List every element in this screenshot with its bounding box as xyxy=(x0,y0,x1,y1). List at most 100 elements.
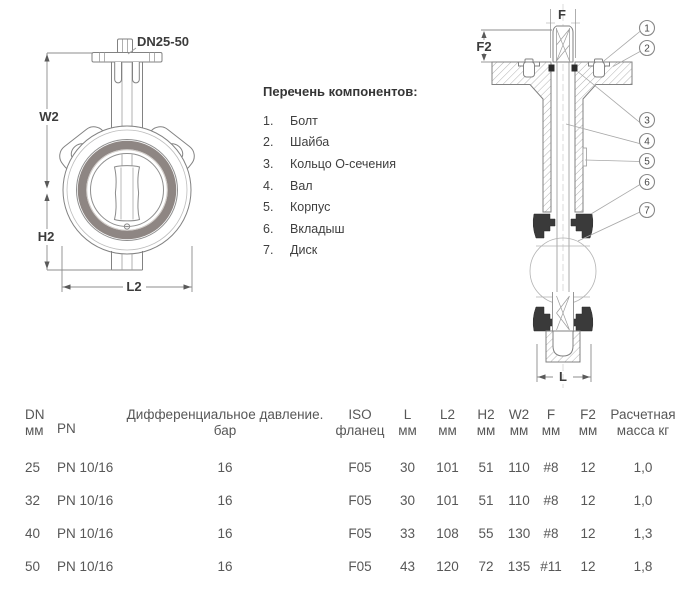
component-item-label: Кольцо О-сечения xyxy=(290,156,396,171)
component-item: 6.Вкладыш xyxy=(263,218,463,240)
component-item-label: Корпус xyxy=(290,200,331,215)
component-item-number: 2. xyxy=(263,135,274,150)
table-cell: PN 10/16 xyxy=(57,460,114,475)
component-item-number: 5. xyxy=(263,200,274,215)
table-cell: 110 xyxy=(508,460,530,475)
table-cell: 1,8 xyxy=(633,559,653,574)
table-cell: 51 xyxy=(478,493,494,508)
liner-section xyxy=(532,213,594,332)
column-header-line1: H2 xyxy=(477,407,495,422)
component-item: 7.Диск xyxy=(263,240,463,262)
dim-f xyxy=(546,9,580,58)
dim-label-f2: F2 xyxy=(476,39,491,54)
component-item: 3.Кольцо О-сечения xyxy=(263,153,463,175)
table-cell: #8 xyxy=(543,460,559,475)
callout-7: 7 xyxy=(644,206,650,217)
bolt-right xyxy=(588,58,610,78)
bolt-left xyxy=(518,58,540,78)
technical-drawings: W2 H2 L2 DN25-50 F xyxy=(38,4,656,388)
column-header-line2: фланец xyxy=(335,423,385,438)
table-cell: 12 xyxy=(580,460,596,475)
component-item: 1.Болт xyxy=(263,110,463,132)
table-cell: PN 10/16 xyxy=(57,559,114,574)
shaft-spline-end xyxy=(552,292,574,332)
column-header-line2: мм xyxy=(578,423,598,438)
column-header-line1: L2 xyxy=(439,407,456,422)
table-cell: 1,3 xyxy=(633,526,653,541)
table-cell: 33 xyxy=(399,526,416,541)
mounting-flange xyxy=(91,52,163,63)
shaft-section xyxy=(556,62,570,298)
column-header-line2: мм xyxy=(541,423,561,438)
table-cell: 101 xyxy=(436,460,459,475)
component-item-number: 1. xyxy=(263,113,274,128)
component-item-number: 4. xyxy=(263,178,274,193)
o-ring-right xyxy=(571,64,578,72)
dim-label-f: F xyxy=(558,7,566,22)
stem-section xyxy=(552,25,574,63)
table-cell: 16 xyxy=(217,559,233,574)
front-view-drawing: W2 H2 L2 DN25-50 xyxy=(38,34,195,294)
table-cell: 51 xyxy=(478,460,494,475)
body-inner-outline xyxy=(66,129,188,251)
callout-4: 4 xyxy=(644,137,650,148)
table-cell: 30 xyxy=(399,493,416,508)
column-header-line1: W2 xyxy=(508,407,530,422)
stem-top xyxy=(117,38,133,54)
shaft-bore-bottom xyxy=(552,330,574,357)
table-cell: F05 xyxy=(348,526,372,541)
column-header-line1: F2 xyxy=(580,407,596,422)
column-header-line2: мм xyxy=(509,423,529,438)
column-header-line2: мм xyxy=(25,423,44,438)
o-ring-left xyxy=(548,64,555,72)
dim-l xyxy=(536,344,592,382)
dim-label-l2: L2 xyxy=(126,279,141,294)
table-cell: PN 10/16 xyxy=(57,493,114,508)
component-item: 5. Корпус xyxy=(263,196,463,218)
table-cell: F05 xyxy=(348,460,372,475)
table-cell: 120 xyxy=(436,559,459,574)
column-header-line1: F xyxy=(546,407,556,422)
table-cell: 30 xyxy=(399,460,416,475)
table-cell: 12 xyxy=(580,559,596,574)
table-cell: 50 xyxy=(25,559,41,574)
table-cell: 72 xyxy=(478,559,494,574)
column-header-line2: мм xyxy=(398,423,417,438)
column-header-line2: бар xyxy=(213,423,237,438)
callout-3: 3 xyxy=(644,116,650,127)
column-header-line1: Расчетная xyxy=(610,407,676,422)
component-item-label: Шайба xyxy=(290,135,330,150)
component-item-label: Диск xyxy=(290,243,318,258)
upper-neck xyxy=(111,62,143,133)
table-cell: 25 xyxy=(25,460,41,475)
table-cell: 40 xyxy=(25,526,41,541)
callout-leaders xyxy=(565,30,641,242)
component-item: 2. Шайба xyxy=(263,132,463,154)
table-cell: 130 xyxy=(507,526,531,541)
dn-size-label: DN25-50 xyxy=(137,34,189,49)
table-cell: 110 xyxy=(508,493,530,508)
dim-label-h2: H2 xyxy=(38,229,55,244)
column-header-line1: Дифференциальное давление. xyxy=(126,407,324,422)
dim-l2 xyxy=(61,246,193,292)
table-cell: #8 xyxy=(543,493,559,508)
table-cell: F05 xyxy=(348,493,372,508)
table-cell: #8 xyxy=(543,526,559,541)
dim-w2-h2 xyxy=(44,52,112,271)
shaft-stub xyxy=(121,154,133,166)
column-header: PN xyxy=(45,400,120,451)
disc-front xyxy=(113,165,141,230)
flange-section-right xyxy=(574,61,633,213)
